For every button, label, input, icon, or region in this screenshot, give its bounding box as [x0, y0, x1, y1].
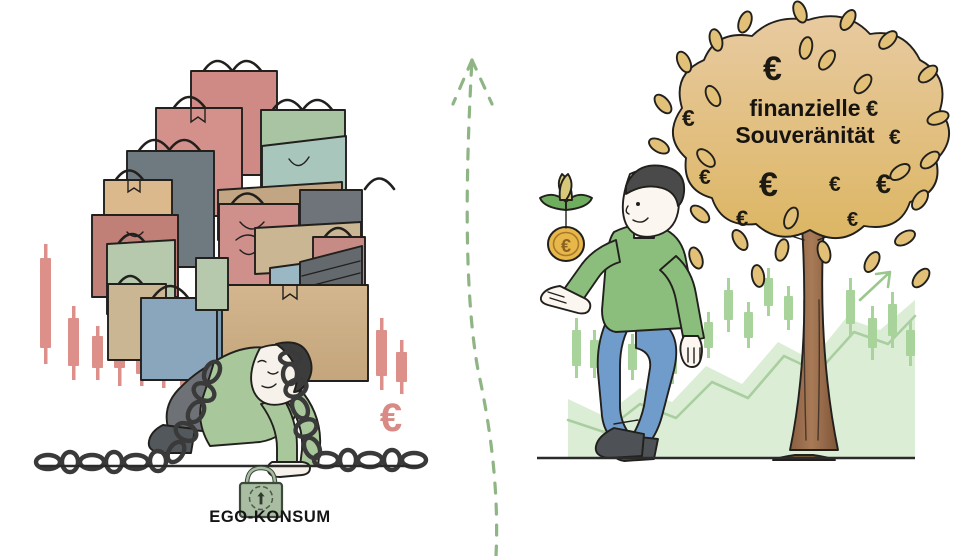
euro-symbol-canopy-2: € [682, 105, 695, 131]
euro-symbol-canopy-6: € [759, 166, 778, 204]
euro-symbol-canopy-4: € [889, 126, 901, 149]
euro-symbol-left: € [380, 396, 402, 440]
svg-text:€: € [561, 236, 571, 256]
tree-slogan: finanzielle Souveränität [690, 95, 920, 148]
tree-slogan-line-2: Souveränität [735, 121, 875, 148]
tree-leaves [648, 0, 950, 301]
shopping-bag-pile [91, 59, 396, 383]
chains [33, 349, 429, 475]
bag-sage-mid-small [195, 257, 229, 311]
euro-symbol-canopy-1: € [763, 50, 782, 88]
euro-symbol-canopy-7: € [829, 173, 841, 196]
upward-dashed-arrow [451, 58, 499, 556]
tree-slogan-line-1: finanzielle [749, 95, 861, 121]
euro-symbol-canopy-8: € [876, 169, 891, 199]
money-tree: € € € € € € € € € € [648, 0, 950, 461]
ego-konsum-caption: EGO-KONSUM [209, 508, 331, 526]
padlock-icon [238, 465, 284, 519]
euro-coin-with-sprout: € [539, 173, 593, 262]
euro-symbol-canopy-10: € [847, 209, 858, 231]
euro-symbol-canopy-9: € [736, 206, 748, 231]
euro-symbol-canopy-5: € [699, 166, 711, 189]
walking-figure [539, 164, 705, 462]
euro-symbol-canopy-3: € [866, 96, 878, 121]
